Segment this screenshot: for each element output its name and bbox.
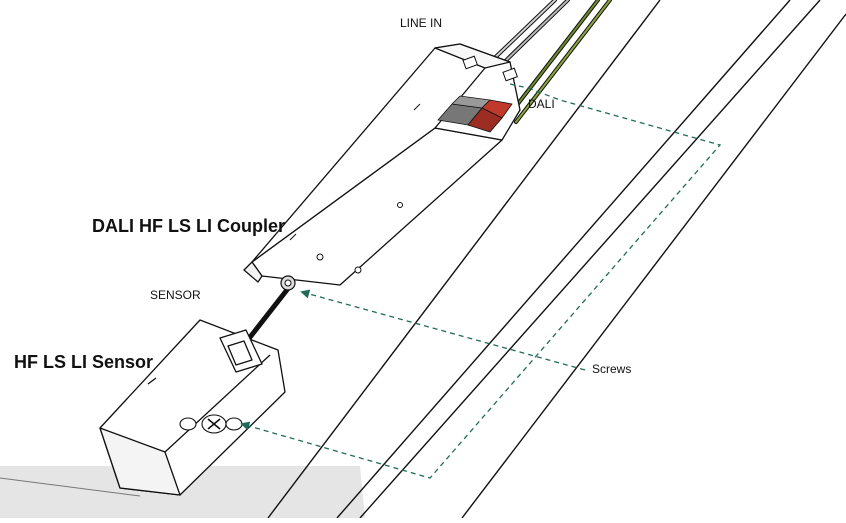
callout-lines — [240, 83, 722, 479]
coupler-body — [243, 43, 521, 286]
cable-connector-inner — [284, 279, 292, 287]
screws-label: Screws — [592, 362, 632, 376]
sensor-label: SENSOR — [150, 288, 201, 302]
terminal-block — [437, 95, 513, 133]
luminaire-rails — [267, 0, 846, 519]
sensor-details — [179, 414, 243, 434]
sensor-body — [99, 319, 286, 496]
hf-sensor-title: HF LS LI Sensor — [14, 352, 154, 372]
coupler-title: DALI HF LS LI Coupler — [92, 216, 285, 236]
coupler-details — [289, 55, 518, 274]
line-in-label: LINE IN — [400, 16, 443, 30]
floor-edge — [0, 477, 141, 497]
dali-label: DALI — [528, 97, 555, 111]
